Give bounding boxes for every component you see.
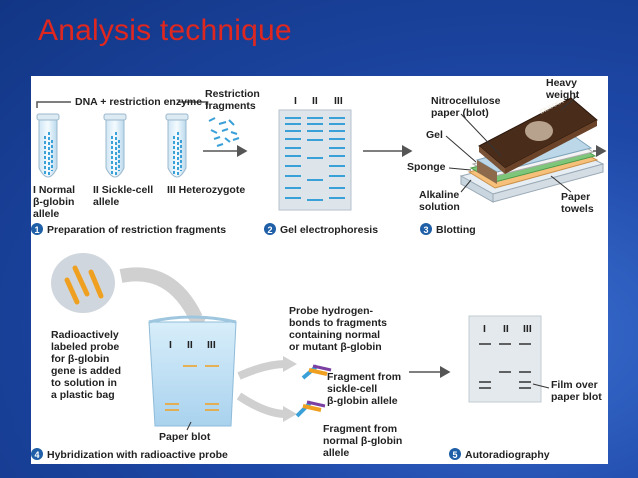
- probe-text-2: labeled probe: [51, 341, 119, 353]
- probe-arrow: [119, 267, 203, 322]
- step3-caption: Blotting: [436, 224, 476, 236]
- probe-text-4: gene is added: [51, 365, 121, 377]
- gel-lane-I: I: [294, 95, 297, 107]
- tube-label-1: I Normal: [33, 184, 75, 196]
- step5-caption: Autoradiography: [465, 449, 550, 461]
- heavy-weight-label: Heavy: [546, 77, 577, 89]
- normal-frag-1: Fragment from: [323, 423, 397, 435]
- blotting-stack: BIOLOGY: [459, 97, 605, 203]
- tube-label-2: II Sickle-cell: [93, 184, 153, 196]
- test-tube: [165, 113, 189, 178]
- normal-frag-2: normal β-globin: [323, 435, 402, 447]
- bag-bands: [165, 365, 219, 411]
- step2-caption: Gel electrophoresis: [280, 224, 378, 236]
- gel-lane-III: III: [334, 95, 343, 107]
- alkaline-label: Alkaline: [419, 189, 459, 201]
- probe-bonds-1: Probe hydrogen-: [289, 305, 374, 317]
- nitro-label: Nitrocellulose: [431, 95, 501, 107]
- gel-lane-II: II: [312, 95, 318, 107]
- film-lane-III: III: [523, 323, 532, 335]
- sickle-fragment: [301, 364, 332, 380]
- dna-enzyme-label: DNA + restriction enzyme: [75, 96, 202, 108]
- probe-text-1: Radioactively: [51, 329, 119, 341]
- bag-lane-II: II: [187, 339, 193, 351]
- step4-caption: Hybridization with radioactive probe: [47, 449, 228, 461]
- probe-bonds-2: bonds to fragments: [289, 317, 387, 329]
- step1-caption: Preparation of restriction fragments: [47, 224, 226, 236]
- probe-text-5: to solution in: [51, 377, 117, 389]
- film-lane-I: I: [483, 323, 486, 335]
- gel-bands: [285, 117, 345, 201]
- hybrid-arrow-down: [236, 392, 287, 418]
- sickle-frag-2: sickle-cell: [327, 383, 377, 395]
- gel-slab: [278, 109, 352, 211]
- bag-lane-I: I: [169, 339, 172, 351]
- hybrid-arrow-up: [237, 360, 287, 380]
- probe-text-6: a plastic bag: [51, 389, 115, 401]
- southern-blot-diagram: DNA + restriction enzyme I Normal β-glob…: [31, 77, 607, 461]
- film-label-2: paper blot: [551, 391, 602, 403]
- test-tube: [103, 113, 127, 178]
- step-badge-3: 3: [420, 223, 432, 235]
- tube-label-3: III Heterozygote: [167, 184, 245, 196]
- svg-text:2: 2: [267, 225, 272, 235]
- probe-bonds-4: or mutant β-globin: [289, 341, 382, 353]
- paper-blot-label: Paper blot: [159, 431, 211, 443]
- diagram-panel: DNA + restriction enzyme I Normal β-glob…: [31, 76, 608, 464]
- step-badge-4: 4: [31, 448, 43, 460]
- nitro-label-2: paper (blot): [431, 107, 489, 119]
- svg-text:1: 1: [34, 225, 39, 235]
- step-badge-1: 1: [31, 223, 43, 235]
- alkaline-label-2: solution: [419, 201, 460, 213]
- bag-lane-III: III: [207, 339, 216, 351]
- svg-text:3: 3: [423, 225, 428, 235]
- paper-towels-label-2: towels: [561, 203, 594, 215]
- slide-title: Analysis technique: [38, 14, 292, 47]
- plastic-bag: [148, 315, 237, 427]
- probe-text-3: for β-globin: [51, 353, 109, 365]
- sponge-label: Sponge: [407, 161, 446, 173]
- restriction-fragments: [208, 117, 240, 147]
- gel-label: Gel: [426, 129, 443, 141]
- probe-bonds-3: containing normal: [289, 329, 380, 341]
- svg-text:4: 4: [34, 450, 39, 460]
- restriction-label: Restriction: [205, 88, 260, 100]
- blot-pointers: [445, 95, 578, 193]
- sickle-frag-3: β-globin allele: [327, 395, 398, 407]
- step-badge-2: 2: [264, 223, 276, 235]
- film-bands: [479, 343, 531, 389]
- film-label-1: Film over: [551, 379, 598, 391]
- tube-label-2b: allele: [93, 196, 119, 208]
- tube-label-1c: allele: [33, 208, 59, 220]
- film-lane-II: II: [503, 323, 509, 335]
- paper-towels-label: Paper: [561, 191, 590, 203]
- normal-frag-3: allele: [323, 447, 349, 459]
- step-badge-5: 5: [449, 448, 461, 460]
- sickle-frag-1: Fragment from: [327, 371, 401, 383]
- normal-fragment: [295, 400, 326, 418]
- svg-text:5: 5: [452, 450, 457, 460]
- test-tube: [36, 113, 60, 178]
- probe-bubble: [51, 253, 115, 313]
- tube-label-1b: β-globin: [33, 196, 74, 208]
- restriction-label-2: fragments: [205, 100, 256, 112]
